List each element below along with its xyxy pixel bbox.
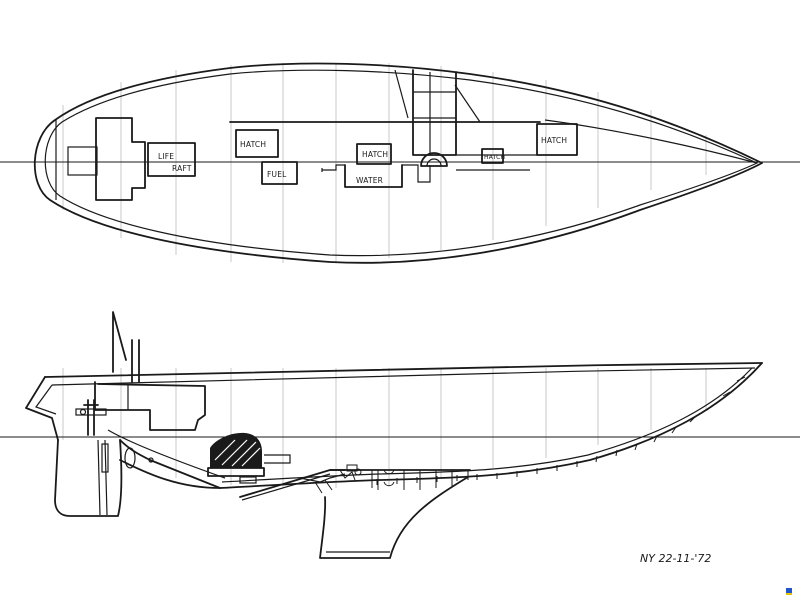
small-hatch-label: HATCH: [484, 154, 505, 161]
life-raft-label-2: RAFT: [172, 164, 192, 173]
water-tank-label: WATER: [356, 176, 383, 185]
profile-view: [0, 311, 800, 559]
corner-marker: [786, 588, 792, 593]
small-hatch-box: [481, 148, 504, 164]
cockpit-profile: [94, 381, 206, 431]
mid-hatch-label: HATCH: [362, 150, 388, 159]
life-raft-label-1: LIFE: [158, 152, 174, 161]
plan-view: LIFE RAFT HATCH FUEL HATCH WATER HATCH: [0, 62, 800, 264]
aft-hatch-box: [235, 129, 279, 158]
cockpit-outline: [95, 117, 146, 201]
life-raft-box: [147, 142, 196, 177]
backstay-pulpit: [112, 311, 127, 373]
forecabin-line: [456, 154, 537, 171]
water-fitting: [321, 164, 345, 172]
hull-bottom: [119, 362, 763, 489]
rudder-skeg: [54, 439, 123, 517]
mast-partner-outline: [412, 69, 457, 156]
forward-hatch-label: HATCH: [541, 136, 567, 145]
floor-timbers: [314, 464, 469, 494]
frame-ticks: [376, 376, 746, 485]
cockpit-seat: [67, 146, 98, 176]
transom: [25, 376, 59, 441]
mid-hatch-box: [356, 143, 392, 165]
mast-step: [420, 152, 448, 167]
fuel-tank-box: [261, 161, 298, 185]
fuel-tank-label: FUEL: [267, 170, 287, 179]
keel: [319, 476, 469, 559]
tank-connector: [402, 164, 431, 183]
plan-deck-line: [44, 69, 759, 257]
plan-stations: [62, 63, 707, 263]
plan-hull-outline: [33, 62, 763, 264]
station-grid: [62, 63, 707, 488]
engine-block: [207, 432, 291, 484]
forward-hatch-box: [536, 123, 578, 156]
profile-stations: [62, 368, 707, 488]
water-tank-outline: [344, 164, 403, 188]
designer-signature: NY 22-11-'72: [640, 552, 711, 565]
aft-hatch-label: HATCH: [240, 140, 266, 149]
